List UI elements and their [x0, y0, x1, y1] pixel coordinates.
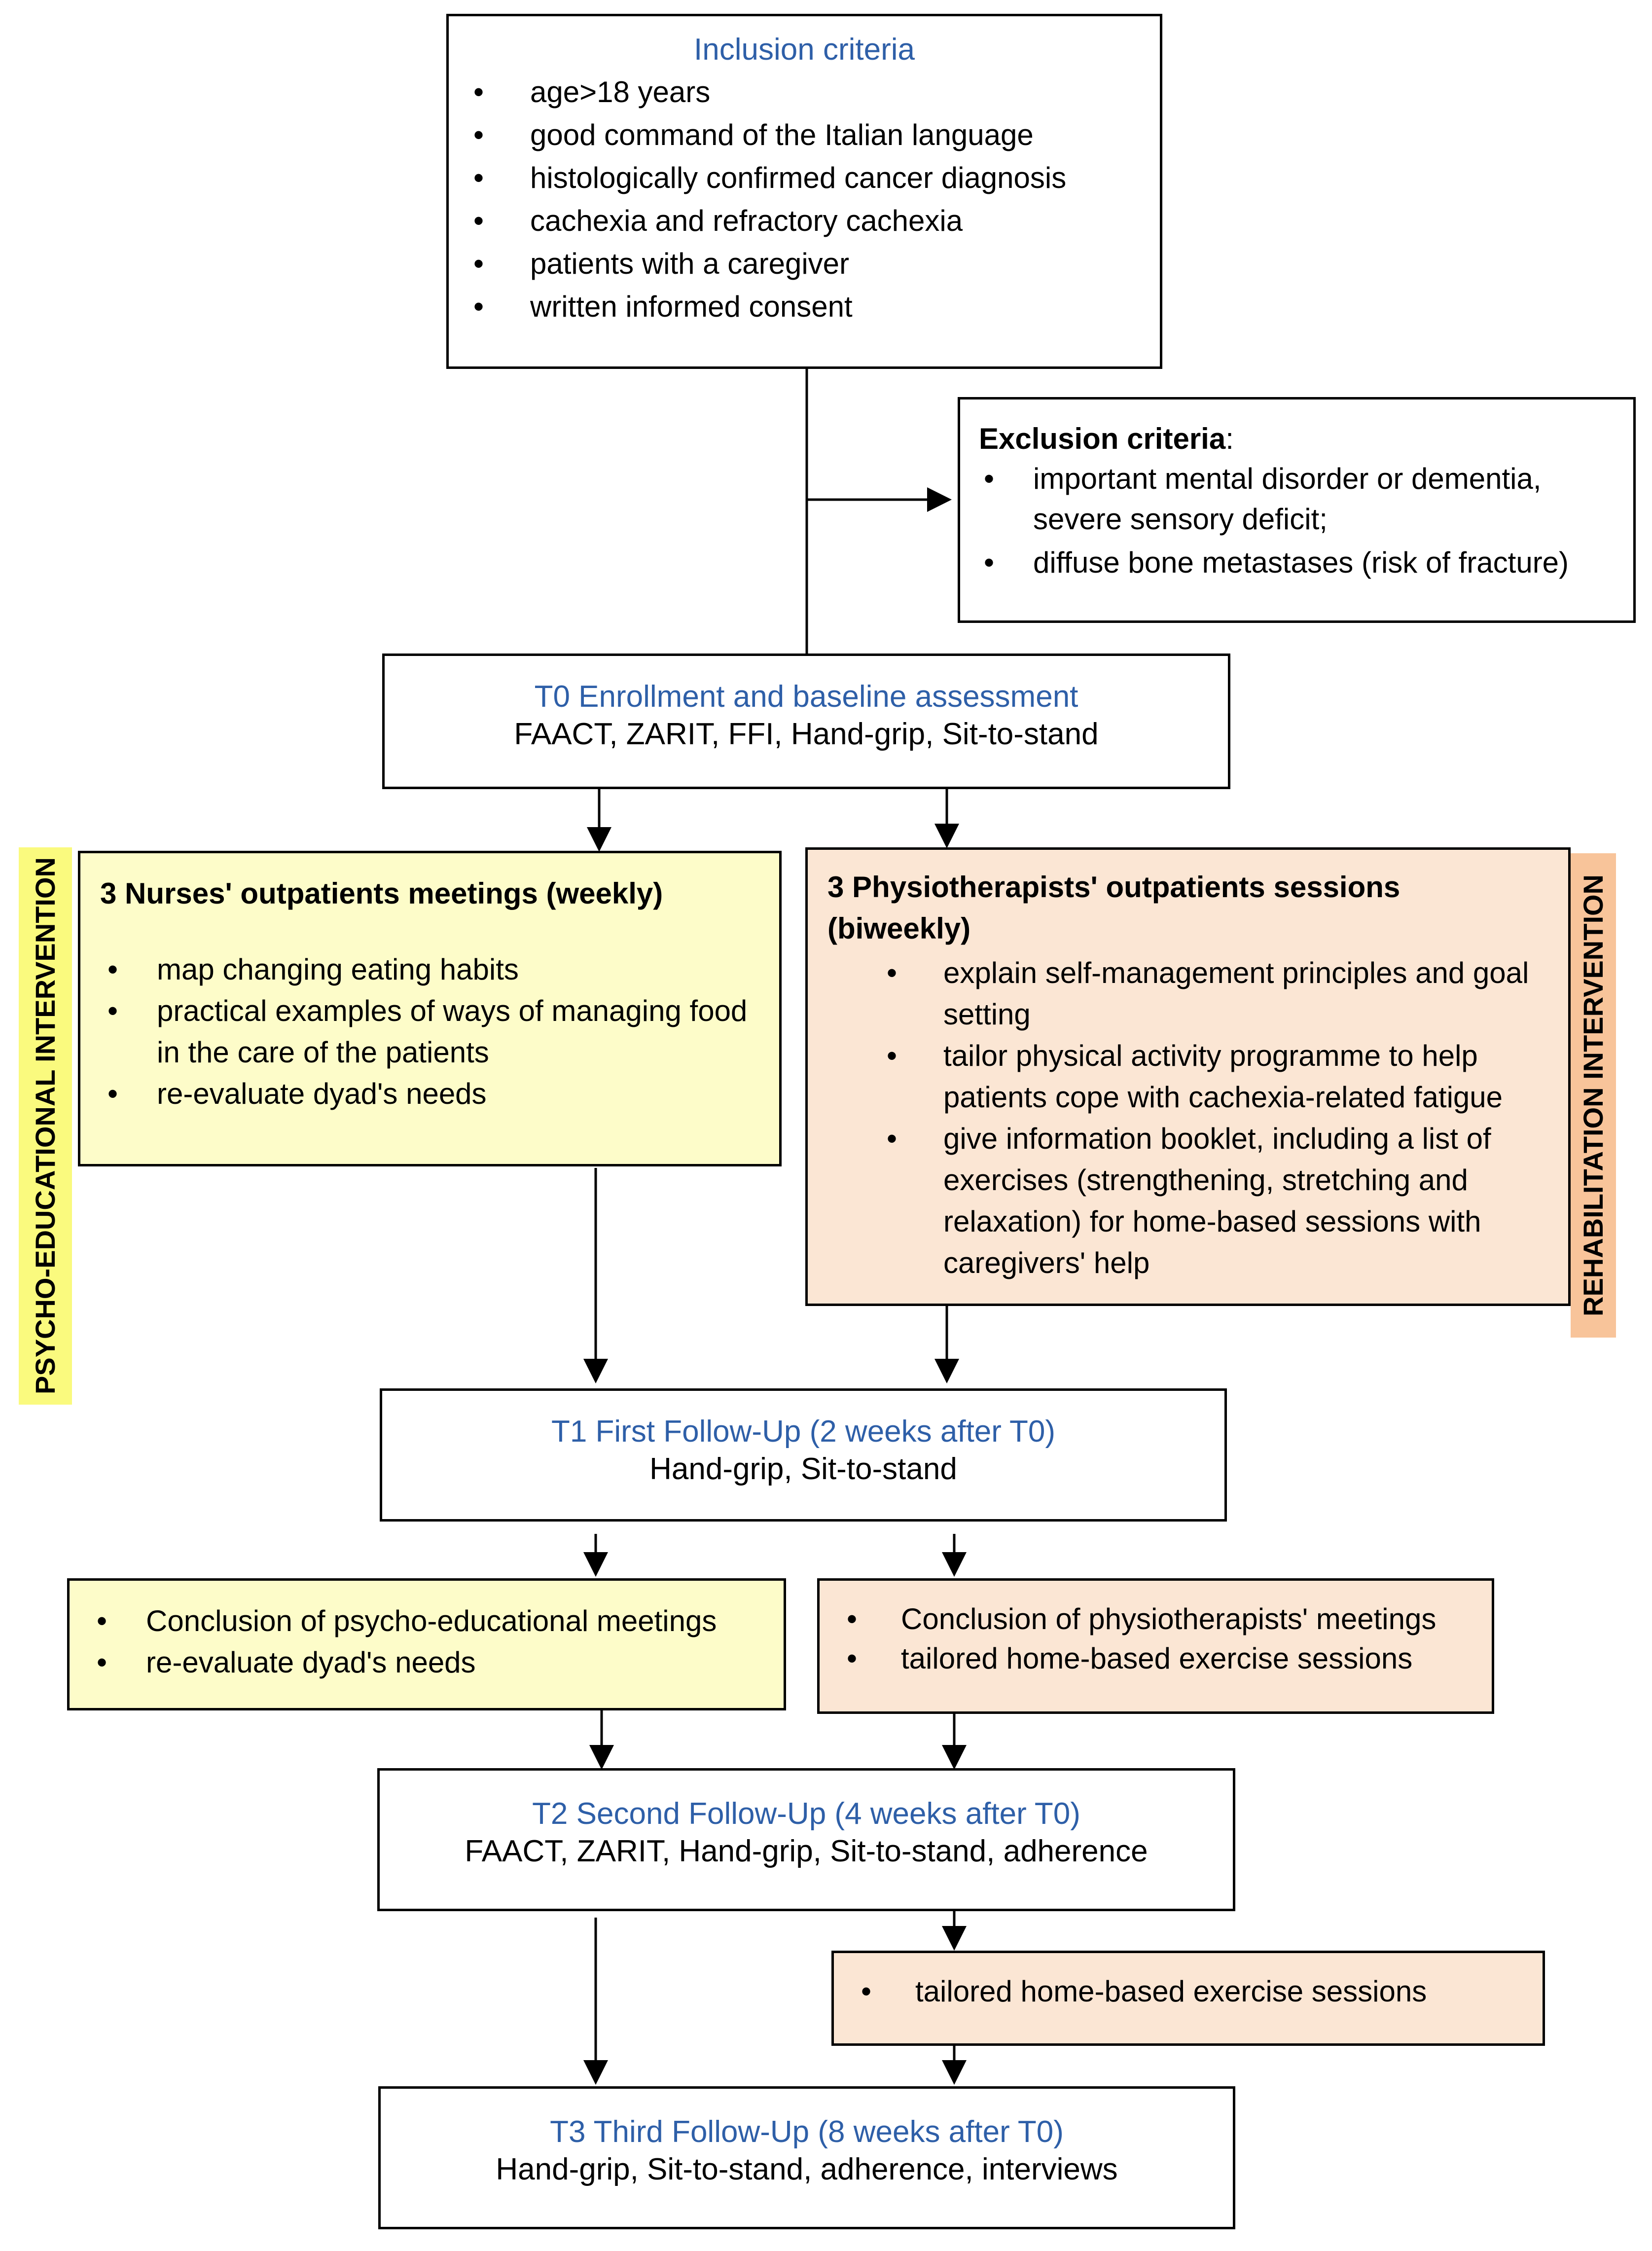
exclusion-criteria-heading: Exclusion criteria:	[979, 419, 1618, 459]
list-item: •tailor physical activity programme to h…	[887, 1039, 1503, 1114]
list-item: •patients with a caregiver	[473, 247, 849, 280]
list-item: •cachexia and refractory cachexia	[473, 204, 963, 237]
t1-follow-up-box: T1 First Follow-Up (2 weeks after T0) Ha…	[380, 1388, 1227, 1522]
list-item: •age>18 years	[473, 75, 711, 109]
exclusion-criteria-list: •important mental disorder or dementia, …	[979, 459, 1618, 583]
list-item: •practical examples of ways of managing …	[108, 994, 748, 1069]
t2-follow-up-box: T2 Second Follow-Up (4 weeks after T0) F…	[377, 1768, 1235, 1911]
t3-measures: Hand-grip, Sit-to-stand, adherence, inte…	[496, 2152, 1118, 2186]
inclusion-criteria-box: Inclusion criteria •age>18 years •good c…	[446, 14, 1162, 369]
physio-sessions-title: 3 Physiotherapists' outpatients sessions…	[827, 871, 1401, 945]
psycho-conclusion-box: •Conclusion of psycho-educational meetin…	[67, 1578, 786, 1710]
list-item: •important mental disorder or dementia, …	[984, 462, 1542, 536]
exclusion-criteria-box: Exclusion criteria: •important mental di…	[958, 397, 1636, 623]
physio-conclusion-list: •Conclusion of physiotherapists' meeting…	[839, 1599, 1477, 1678]
t0-measures: FAACT, ZARIT, FFI, Hand-grip, Sit-to-sta…	[514, 717, 1099, 751]
home-sessions-box: •tailored home-based exercise sessions	[831, 1951, 1545, 2046]
rehabilitation-label: REHABILITATION INTERVENTION	[1571, 853, 1616, 1338]
t3-title: T3 Third Follow-Up (8 weeks after T0)	[550, 2115, 1064, 2149]
list-item: •histologically confirmed cancer diagnos…	[473, 161, 1067, 194]
inclusion-criteria-list: •age>18 years •good command of the Itali…	[468, 71, 1140, 328]
nurses-meetings-box: 3 Nurses' outpatients meetings (weekly) …	[78, 851, 782, 1166]
t1-title: T1 First Follow-Up (2 weeks after T0)	[551, 1415, 1056, 1449]
list-item: •good command of the Italian language	[473, 118, 1034, 151]
list-item: •Conclusion of psycho-educational meetin…	[97, 1604, 717, 1637]
list-item: •tailored home-based exercise sessions	[847, 1642, 1413, 1675]
list-item: •written informed consent	[473, 290, 853, 323]
psycho-conclusion-list: •Conclusion of psycho-educational meetin…	[89, 1600, 769, 1683]
nurses-meetings-list: •map changing eating habits •practical e…	[100, 949, 764, 1115]
home-sessions-list: •tailored home-based exercise sessions	[854, 1972, 1528, 2011]
list-item: •diffuse bone metastases (risk of fractu…	[984, 546, 1569, 579]
list-item: •tailored home-based exercise sessions	[861, 1975, 1427, 2008]
t0-title: T0 Enrollment and baseline assessment	[534, 680, 1078, 714]
list-item: •Conclusion of physiotherapists' meeting…	[847, 1602, 1437, 1635]
t2-measures: FAACT, ZARIT, Hand-grip, Sit-to-stand, a…	[465, 1834, 1148, 1868]
list-item: •re-evaluate dyad's needs	[108, 1077, 487, 1110]
exclusion-criteria-colon: :	[1225, 422, 1234, 455]
physio-sessions-list: •explain self-management principles and …	[827, 952, 1548, 1284]
list-item: •explain self-management principles and …	[887, 956, 1529, 1031]
physio-conclusion-box: •Conclusion of physiotherapists' meeting…	[817, 1578, 1494, 1714]
list-item: •map changing eating habits	[108, 953, 519, 986]
exclusion-criteria-title: Exclusion criteria	[979, 422, 1226, 455]
list-item: •re-evaluate dyad's needs	[97, 1646, 476, 1679]
psycho-educational-label: PSYCHO-EDUCATIONAL INTERVENTION	[19, 847, 72, 1405]
inclusion-criteria-title: Inclusion criteria	[694, 33, 915, 67]
t3-follow-up-box: T3 Third Follow-Up (8 weeks after T0) Ha…	[378, 2086, 1235, 2229]
t2-title: T2 Second Follow-Up (4 weeks after T0)	[532, 1797, 1080, 1831]
list-item: •give information booklet, including a l…	[887, 1122, 1491, 1279]
nurses-meetings-title: 3 Nurses' outpatients meetings (weekly)	[100, 877, 663, 910]
physio-sessions-box: 3 Physiotherapists' outpatients sessions…	[805, 847, 1571, 1306]
t0-baseline-box: T0 Enrollment and baseline assessment FA…	[382, 654, 1230, 789]
t1-measures: Hand-grip, Sit-to-stand	[649, 1452, 957, 1486]
